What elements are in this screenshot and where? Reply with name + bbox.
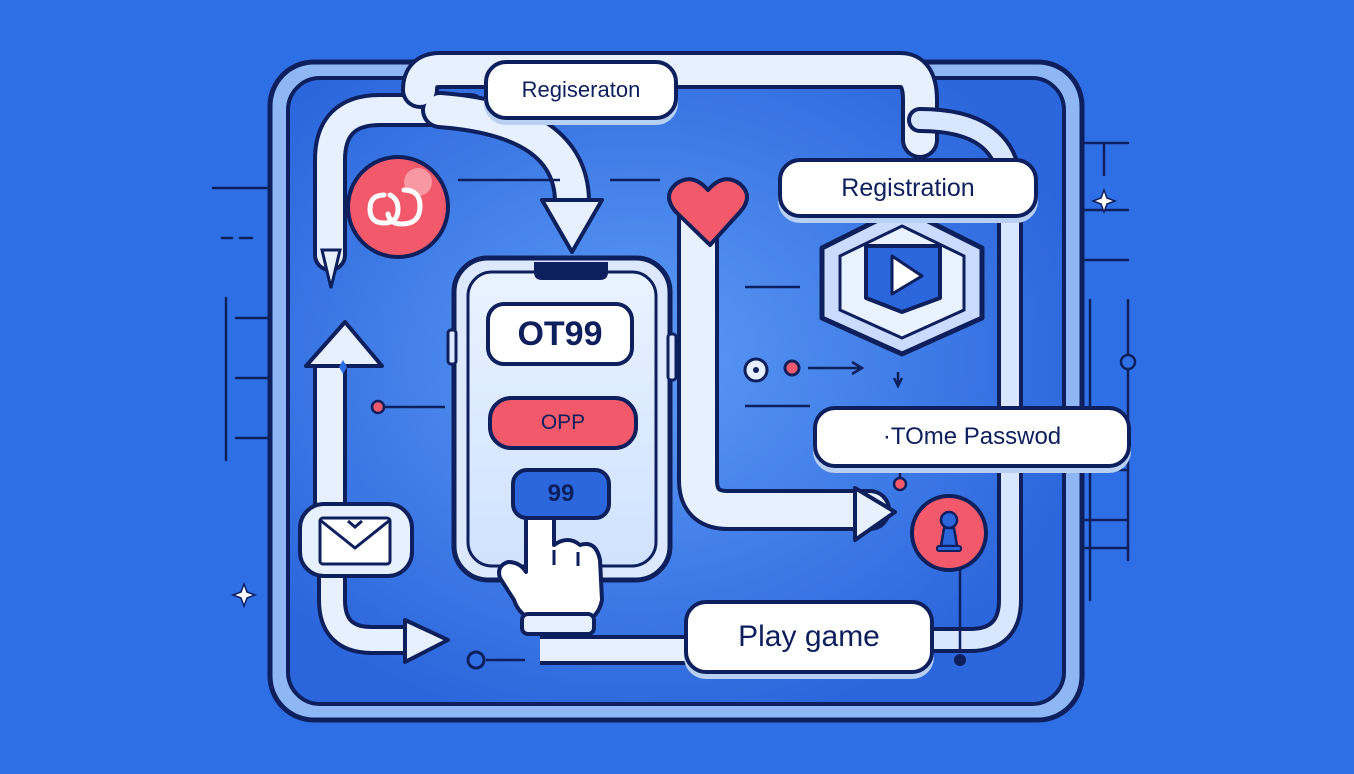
phone-code-button[interactable]: 99 xyxy=(511,468,611,520)
connector-dot xyxy=(783,359,801,377)
decor-dot xyxy=(1119,353,1137,371)
connectors xyxy=(385,178,962,662)
sparkle-icon xyxy=(230,581,258,609)
mail-icon xyxy=(298,502,414,578)
step-registration: Registration xyxy=(778,158,1038,218)
connector-dot xyxy=(466,650,486,670)
connector-dot xyxy=(954,654,966,666)
link-icon xyxy=(346,155,450,259)
step-registration-top: Regiseraton xyxy=(484,60,678,120)
connector-dot xyxy=(370,399,386,415)
pawn-icon xyxy=(910,494,988,572)
pointing-hand-icon xyxy=(497,486,604,636)
connector-dot xyxy=(892,476,908,492)
step-password: ·TOme Passwod xyxy=(813,406,1131,468)
heart-icon xyxy=(667,177,749,247)
phone-opp-button[interactable]: OPP xyxy=(488,396,638,450)
phone-brand-label: OT99 xyxy=(486,302,634,366)
step-play-game: Play game xyxy=(684,600,934,674)
play-icon xyxy=(819,205,985,357)
sparkle-icon xyxy=(1090,187,1118,215)
